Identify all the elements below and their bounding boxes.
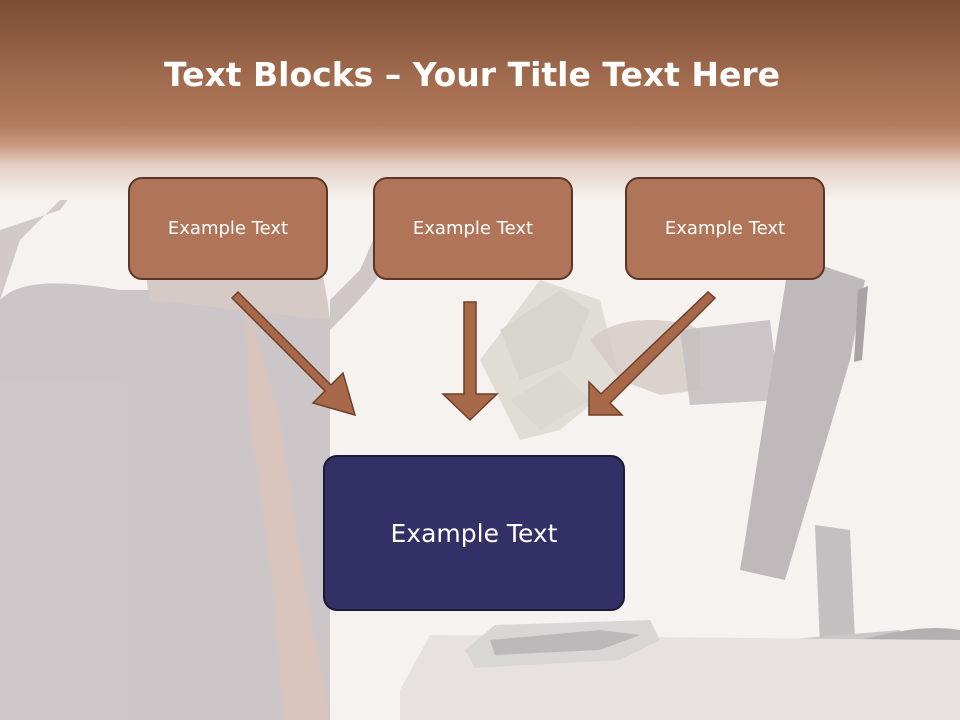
text-box-3[interactable]: Example Text bbox=[625, 177, 825, 280]
text-box-1[interactable]: Example Text bbox=[128, 177, 328, 280]
header-band bbox=[0, 0, 960, 200]
text-box-3-label: Example Text bbox=[664, 218, 786, 239]
main-text-box-label: Example Text bbox=[390, 518, 558, 548]
text-box-1-label: Example Text bbox=[167, 218, 289, 239]
slide-title: Text Blocks – Your Title Text Here bbox=[0, 52, 944, 98]
text-box-2-label: Example Text bbox=[412, 218, 534, 239]
text-box-2[interactable]: Example Text bbox=[373, 177, 573, 280]
main-text-box[interactable]: Example Text bbox=[323, 455, 625, 611]
title-bold: Text Blocks bbox=[163, 55, 374, 94]
title-rest: – Your Title Text Here bbox=[373, 55, 781, 94]
